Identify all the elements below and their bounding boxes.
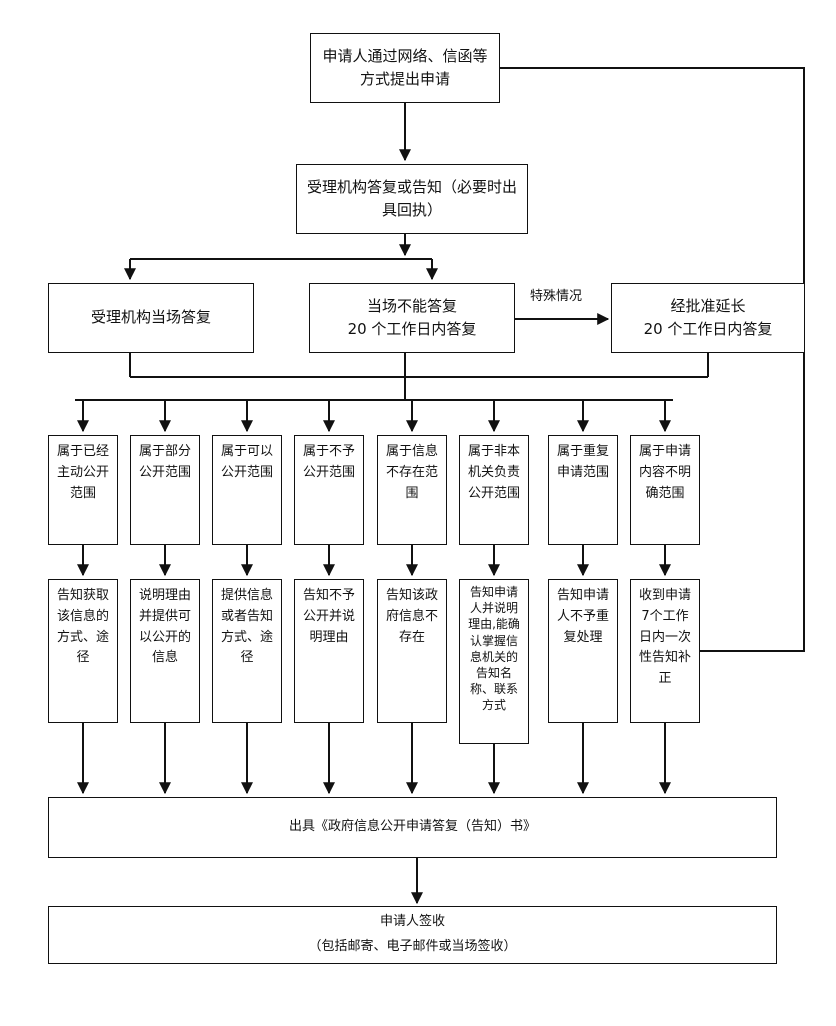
receive-node: 受理机构答复或告知（必要时出具回执） — [296, 164, 528, 234]
on-site-reply-node: 受理机构当场答复 — [48, 283, 254, 353]
response-node-8: 收到申请7个工作日内一次性告知补正 — [630, 579, 700, 723]
category-node-6: 属于非本机关负责公开范围 — [459, 435, 529, 545]
category-node-5: 属于信息不存在范围 — [377, 435, 447, 545]
response-node-1: 告知获取该信息的方式、途径 — [48, 579, 118, 723]
response-node-5: 告知该政府信息不存在 — [377, 579, 447, 723]
cannot-on-site-line-2: 20 个工作日内答复 — [347, 320, 477, 338]
category-node-2: 属于部分公开范围 — [130, 435, 200, 545]
cannot-on-site-line-1: 当场不能答复 — [366, 296, 457, 315]
outer-return-path — [500, 67, 805, 652]
category-node-3: 属于可以公开范围 — [212, 435, 282, 545]
category-node-1: 属于已经主动公开范围 — [48, 435, 118, 545]
response-node-3: 提供信息或者告知方式、途径 — [212, 579, 282, 723]
sign-node: 申请人签收 （包括邮寄、电子邮件或当场签收） — [48, 906, 777, 964]
category-node-4: 属于不予公开范围 — [294, 435, 364, 545]
category-node-8: 属于申请内容不明确范围 — [630, 435, 700, 545]
category-node-7: 属于重复申请范围 — [548, 435, 618, 545]
extend-node: 经批准延长 20 个工作日内答复 — [611, 283, 805, 353]
sign-line-2: （包括邮寄、电子邮件或当场签收） — [308, 939, 517, 954]
special-case-label: 特殊情况 — [530, 289, 583, 304]
response-node-6: 告知申请人并说明理由,能确认掌握信息机关的告知名称、联系方式 — [459, 579, 529, 744]
extend-line-1: 经批准延长 — [670, 296, 746, 315]
sign-line-1: 申请人签收 — [379, 914, 445, 930]
response-node-4: 告知不予公开并说明理由 — [294, 579, 364, 723]
apply-node: 申请人通过网络、信函等方式提出申请 — [310, 33, 500, 103]
response-node-7: 告知申请人不予重复处理 — [548, 579, 618, 723]
response-node-2: 说明理由并提供可以公开的信息 — [130, 579, 200, 723]
issue-node: 出具《政府信息公开申请答复（告知）书》 — [48, 797, 777, 858]
extend-line-2: 20 个工作日内答复 — [643, 320, 773, 338]
cannot-on-site-node: 当场不能答复 20 个工作日内答复 — [309, 283, 515, 353]
